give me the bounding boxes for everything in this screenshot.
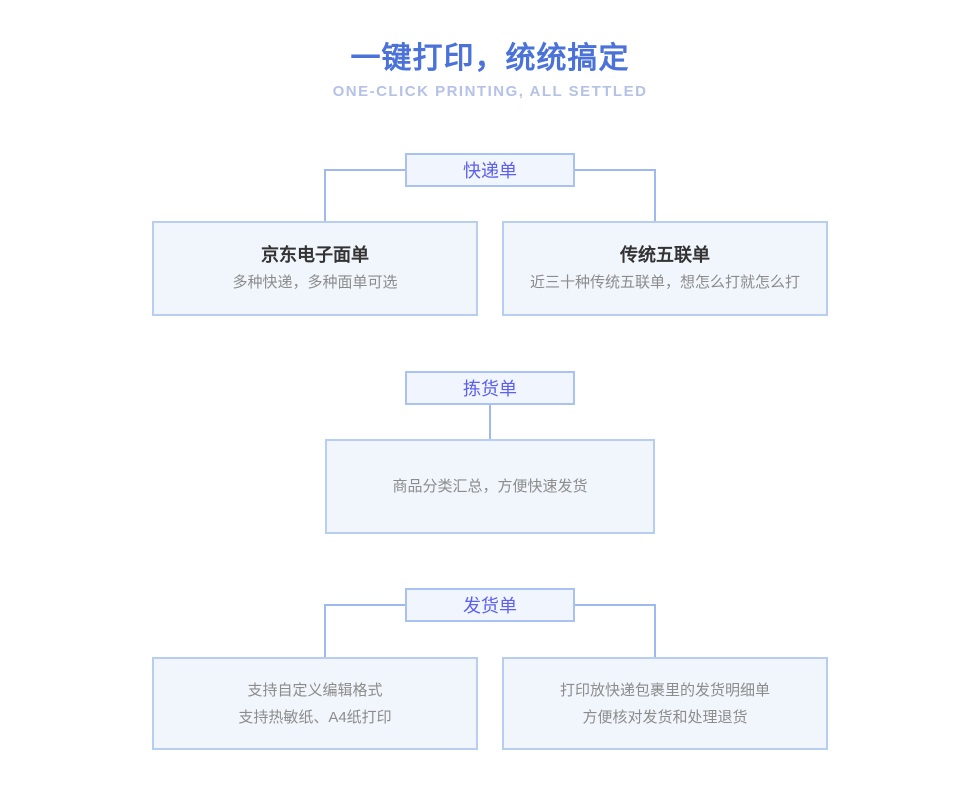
card-description-line: 支持热敏纸、A4纸打印	[238, 708, 392, 726]
connector-line	[654, 604, 656, 657]
card-description: 多种快递，多种面单可选	[232, 274, 398, 291]
card-picking-summary: 商品分类汇总，方便快速发货	[325, 439, 655, 534]
card-description: 近三十种传统五联单，想怎么打就怎么打	[529, 274, 800, 291]
node-express-waybill: 快递单	[405, 153, 575, 187]
node-shipping-invoice: 发货单	[405, 588, 575, 622]
connector-line	[324, 169, 326, 223]
node-shipping-invoice-label: 发货单	[463, 596, 517, 616]
card-description-line: 打印放快递包裹里的发货明细单	[559, 681, 770, 699]
connector-line	[575, 604, 656, 606]
page-title: 一键打印，统统搞定	[350, 42, 630, 75]
node-picking-list: 拣货单	[405, 371, 575, 405]
connector-line	[324, 169, 405, 171]
card-heading: 京东电子面单	[261, 245, 369, 265]
connector-line	[575, 169, 656, 171]
card-heading: 传统五联单	[620, 245, 710, 265]
connector-line	[324, 604, 405, 606]
card-description: 商品分类汇总，方便快速发货	[392, 478, 588, 495]
page-subtitle: ONE-CLICK PRINTING, ALL SETTLED	[332, 83, 648, 100]
card-shipping-detail: 打印放快递包裹里的发货明细单 方便核对发货和处理退货	[502, 657, 828, 750]
connector-line	[654, 169, 656, 223]
node-picking-list-label: 拣货单	[463, 379, 517, 399]
card-traditional-five-part-form: 传统五联单 近三十种传统五联单，想怎么打就怎么打	[502, 221, 828, 316]
card-description-line: 支持自定义编辑格式	[247, 681, 383, 699]
connector-line	[489, 405, 491, 440]
connector-line	[324, 604, 326, 657]
node-express-waybill-label: 快递单	[463, 161, 517, 181]
card-jd-electronic-waybill: 京东电子面单 多种快递，多种面单可选	[152, 221, 478, 316]
card-custom-format: 支持自定义编辑格式 支持热敏纸、A4纸打印	[152, 657, 478, 750]
card-description-line: 方便核对发货和处理退货	[582, 708, 748, 726]
